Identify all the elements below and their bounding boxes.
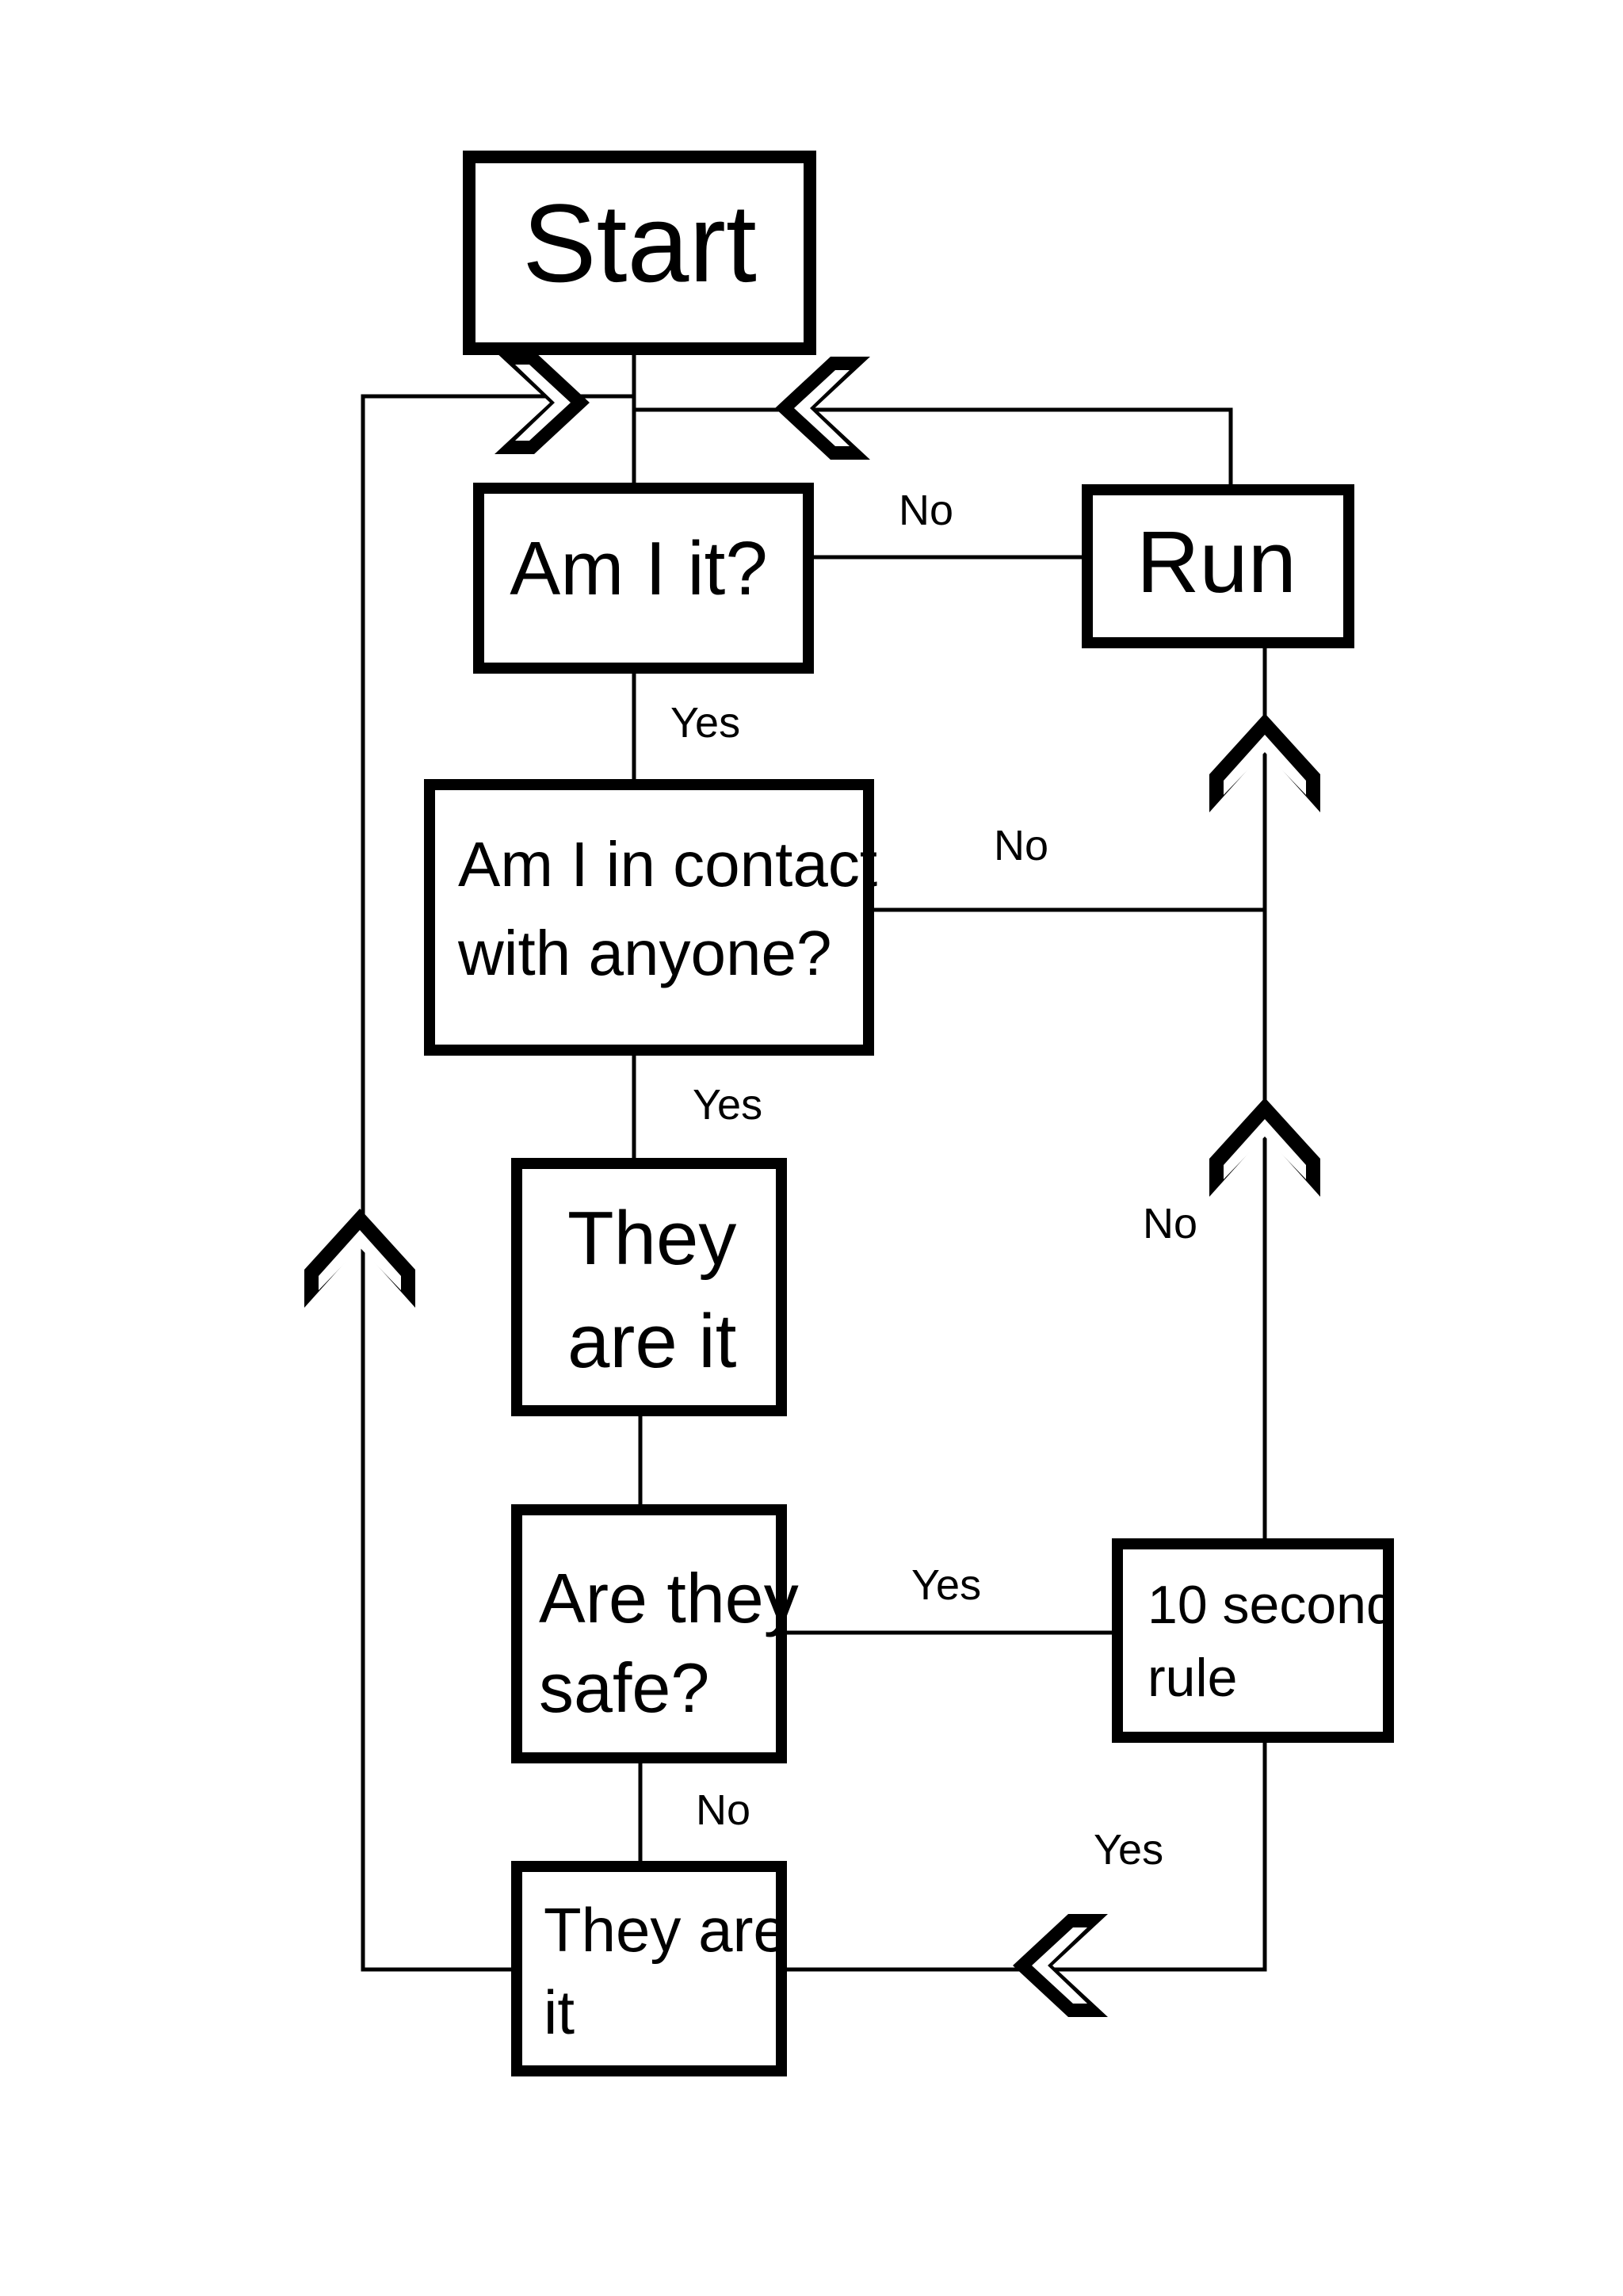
node-ten-second: 10 second rule	[1112, 1538, 1396, 1743]
edge-label-contact-no: No	[994, 822, 1048, 869]
node-they-are-it-1: They are it	[511, 1158, 787, 1416]
edge-label-am-i-it-no: No	[899, 487, 953, 534]
node-they-are-it-2-line-2: it	[544, 1977, 575, 2047]
node-run: Run	[1082, 484, 1354, 648]
node-they-are-it-2: They are it	[511, 1861, 788, 2076]
node-run-line-1: Run	[1136, 514, 1296, 611]
edge-ten-second-yes	[781, 1737, 1267, 1972]
arrows	[304, 351, 1320, 2017]
edge-label-contact-yes: Yes	[693, 1081, 762, 1129]
chevron-up-icon	[1209, 1098, 1320, 1197]
node-safe-line-2: safe?	[539, 1648, 709, 1727]
node-ten-second-line-1: 10 second	[1148, 1575, 1396, 1635]
node-they-are-it-1-line-1: They	[567, 1196, 736, 1281]
node-start: Start	[463, 151, 816, 355]
node-contact-line-2: with anyone?	[457, 918, 831, 988]
edge-label-am-i-it-yes: Yes	[670, 699, 740, 747]
edge-label-safe-no: No	[696, 1786, 750, 1834]
node-am-i-it-line-1: Am I it?	[510, 526, 767, 611]
edge-run-to-start	[634, 407, 1233, 490]
chevron-up-icon	[304, 1209, 415, 1308]
edge-label-ten-second-no: No	[1143, 1200, 1197, 1247]
chevron-left-icon	[775, 357, 870, 460]
node-safe: Are they safe?	[511, 1504, 799, 1763]
node-contact-line-1: Am I in contact	[458, 829, 877, 900]
node-they-are-it-2-line-1: They are	[544, 1895, 788, 1965]
connectors	[361, 349, 1267, 1972]
node-start-line-1: Start	[522, 181, 757, 305]
chevron-left-icon	[1013, 1914, 1108, 2017]
node-safe-line-1: Are they	[539, 1559, 799, 1637]
node-contact: Am I in contact with anyone?	[424, 779, 877, 1056]
chevron-up-icon	[1209, 713, 1320, 812]
node-ten-second-line-2: rule	[1148, 1648, 1237, 1708]
edge-label-safe-yes: Yes	[911, 1561, 981, 1609]
edge-label-ten-second-yes: Yes	[1094, 1826, 1163, 1874]
chevron-right-icon	[495, 351, 590, 454]
node-they-are-it-1-line-2: are it	[567, 1299, 736, 1384]
edge-loop-back-to-start	[361, 394, 634, 1972]
node-am-i-it: Am I it?	[473, 483, 814, 674]
edge-labels: No Yes No Yes No Yes No Yes	[670, 487, 1197, 1874]
